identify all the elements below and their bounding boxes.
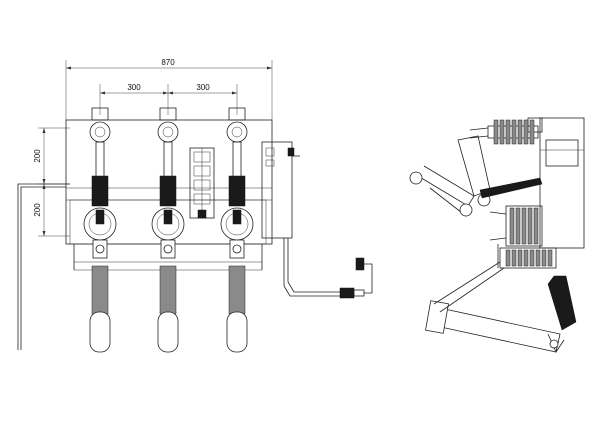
dimension-overall-width: 870 [65,58,273,120]
dimension-label-300-left: 300 [127,83,141,92]
phase-column-middle [151,107,185,353]
operating-mechanism [261,141,300,286]
central-mechanism [189,147,215,219]
earthing-rod [17,183,70,350]
upper-insulator [469,119,539,145]
phase-column-right [220,107,254,353]
fuse-assembly [425,261,577,353]
dimension-label-300-right: 300 [196,83,210,92]
dimension-vertical: 200 200 [33,127,70,237]
operating-handle [283,257,373,299]
support-insulator [497,244,557,269]
dimension-label-200-upper: 200 [33,149,42,163]
dimension-label-870: 870 [161,58,175,67]
dimension-phase-spacing: 300 300 [99,83,238,115]
switch-blade-open [409,135,543,217]
dimension-label-200-lower: 200 [33,203,42,217]
lower-insulator [489,205,543,247]
phase-column-left [83,107,117,353]
side-view [409,117,585,353]
front-view: 870 300 300 200 200 [17,58,373,353]
